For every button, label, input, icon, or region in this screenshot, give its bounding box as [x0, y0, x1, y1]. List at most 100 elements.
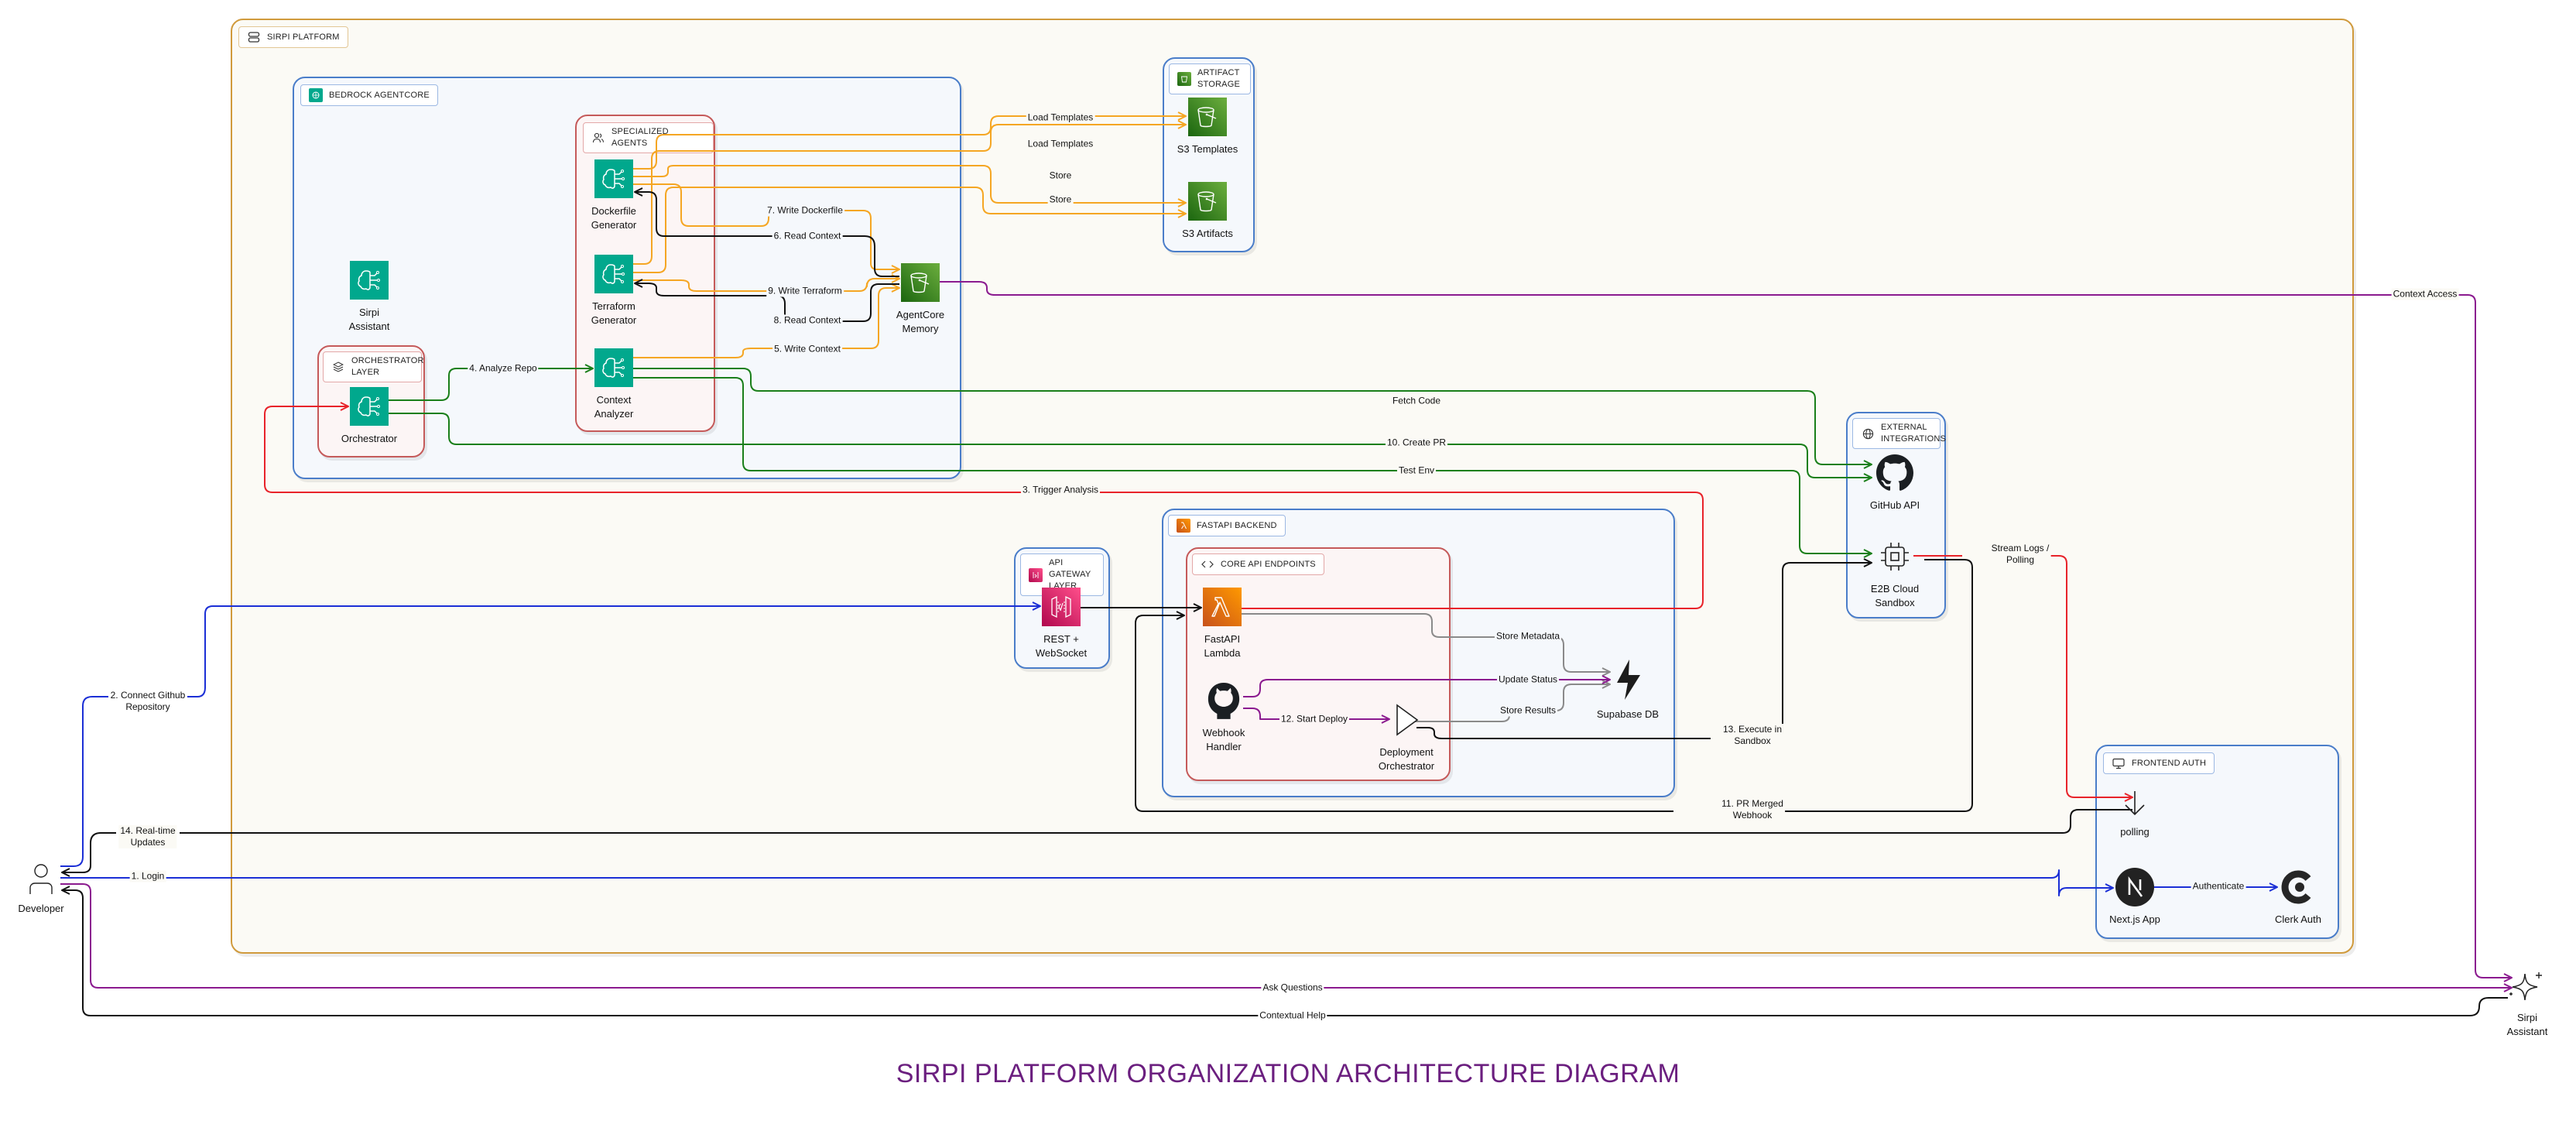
users-icon: [591, 131, 605, 145]
group-label-orchestrator-layer: ORCHESTRATOR LAYER: [323, 351, 423, 382]
node-github-api[interactable]: GitHub API: [1856, 454, 1934, 512]
group-title: EXTERNAL INTEGRATIONS: [1881, 423, 1947, 444]
node-label: Next.js App: [2109, 913, 2160, 925]
code-brackets-icon: [1201, 557, 1214, 571]
edge-label-create-pr: 10. Create PR: [1385, 437, 1448, 449]
node-polling[interactable]: polling: [2096, 788, 2174, 839]
group-label-core-api: CORE API ENDPOINTS: [1192, 553, 1324, 575]
clerk-logo-icon: [2279, 868, 2317, 906]
edge-label-write-terraform: 9. Write Terraform: [766, 285, 844, 297]
edge-label-contextual-help: Contextual Help: [1258, 1009, 1327, 1022]
sparkle-icon: [2508, 969, 2547, 1005]
node-label: polling: [2120, 826, 2150, 838]
node-dockerfile-generator[interactable]: Dockerfile Generator: [575, 159, 653, 232]
bedrock-agent-icon: [594, 255, 633, 293]
edge-label-store-metadata: Store Metadata: [1494, 630, 1562, 643]
nextjs-logo-icon: [2115, 868, 2154, 906]
edge-login: [60, 869, 2114, 896]
edge-write-dockerfile: [633, 183, 900, 274]
edge-label-analyze-repo: 4. Analyze Repo: [468, 362, 539, 375]
edge-label-write-dockerfile: 7. Write Dockerfile: [766, 204, 844, 217]
node-label: Supabase DB: [1596, 708, 1660, 720]
group-title: FRONTEND AUTH: [2132, 758, 2207, 768]
node-sirpi-assistant[interactable]: Sirpi Assistant: [2489, 969, 2566, 1039]
node-rest-websocket[interactable]: REST + WebSocket: [1023, 588, 1100, 660]
api-gateway-icon: [1042, 588, 1081, 626]
s3-bucket-icon: [1188, 182, 1227, 221]
group-label-artifact-storage: ARTIFACT STORAGE: [1169, 63, 1251, 94]
node-nextjs-app[interactable]: Next.js App: [2096, 868, 2174, 927]
edge-load-templates-1: [633, 111, 1187, 170]
edge-analyze-repo: [389, 364, 594, 401]
s3-icon: [1177, 72, 1191, 86]
group-label-bedrock-agentcore: BEDROCK AGENTCORE: [300, 84, 438, 106]
node-clerk-auth[interactable]: Clerk Auth: [2259, 868, 2337, 927]
edge-label-trigger-analysis: 3. Trigger Analysis: [1020, 484, 1101, 496]
edge-label-pr-merged-webhook: 11. PR Merged Webhook: [1720, 798, 1785, 821]
user-person-icon: [22, 862, 60, 896]
node-label: E2B Cloud Sandbox: [1870, 583, 1920, 608]
node-supabase-db[interactable]: Supabase DB: [1585, 658, 1670, 721]
node-label: GitHub API: [1869, 499, 1920, 511]
edge-load-templates-2: [633, 120, 1187, 265]
node-context-analyzer[interactable]: Context Analyzer: [575, 348, 653, 421]
edge-label-store-1: Store: [1047, 170, 1074, 182]
edge-label-load-templates-1: Load Templates: [1026, 111, 1095, 124]
edge-connect-github: [60, 606, 1040, 867]
edge-read-context-8: [634, 279, 899, 322]
edge-stream-logs: [1913, 555, 2132, 797]
edge-label-load-templates-2: Load Templates: [1026, 138, 1095, 150]
edge-store-metadata: [1242, 613, 1611, 677]
edge-store-1: [633, 165, 1187, 207]
node-label: Terraform Generator: [591, 300, 637, 326]
node-fastapi-lambda[interactable]: FastAPI Lambda: [1184, 588, 1261, 660]
edge-label-context-access: Context Access: [2391, 288, 2459, 300]
globe-icon: [1861, 427, 1875, 440]
s3-bucket-icon: [1188, 98, 1227, 136]
node-label: S3 Templates: [1177, 143, 1238, 155]
group-title: SPECIALIZED AGENTS: [611, 127, 669, 148]
node-s3-templates[interactable]: S3 Templates: [1169, 98, 1246, 156]
edge-label-store-results: Store Results: [1498, 704, 1558, 717]
node-s3-artifacts[interactable]: S3 Artifacts: [1169, 182, 1246, 241]
node-webhook-handler[interactable]: Webhook Handler: [1185, 681, 1262, 754]
bedrock-agent-icon: [350, 261, 389, 300]
lambda-icon: [1177, 519, 1190, 533]
group-label-external-integrations: EXTERNAL INTEGRATIONS: [1852, 418, 1946, 449]
edge-start-deploy: [1243, 708, 1390, 724]
edge-ask-questions: [60, 883, 2513, 992]
node-e2b-sandbox[interactable]: E2B Cloud Sandbox: [1856, 537, 1934, 610]
node-orchestrator[interactable]: Orchestrator: [331, 387, 408, 446]
edge-label-update-status: Update Status: [1496, 673, 1560, 686]
bedrock-agent-icon: [350, 387, 389, 426]
group-label-fastapi-backend: FASTAPI BACKEND: [1168, 515, 1286, 536]
edge-label-login: 1. Login: [129, 870, 166, 882]
node-label: Dockerfile Generator: [591, 205, 637, 231]
node-sirpi-assistant-inner[interactable]: Sirpi Assistant: [331, 261, 408, 334]
edge-label-test-env: Test Env: [1396, 464, 1437, 477]
node-agentcore-memory[interactable]: AgentCore Memory: [882, 263, 959, 336]
node-deployment-orchestrator[interactable]: Deployment Orchestrator: [1368, 701, 1445, 773]
diagram-title: SIRPI PLATFORM ORGANIZATION ARCHITECTURE…: [896, 1059, 1680, 1088]
edge-read-context-6: [634, 187, 899, 277]
node-label: Context Analyzer: [594, 394, 634, 420]
edge-label-start-deploy: 12. Start Deploy: [1279, 713, 1350, 725]
group-title: ARTIFACT STORAGE: [1197, 68, 1240, 89]
edge-label-authenticate: Authenticate: [2191, 880, 2246, 893]
node-label: FastAPI Lambda: [1204, 633, 1241, 659]
edge-label-store-2: Store: [1047, 194, 1074, 206]
node-developer[interactable]: Developer: [2, 862, 80, 916]
edge-label-execute-sandbox: 13. Execute in Sandbox: [1721, 724, 1784, 747]
group-label-sirpi-platform: SIRPI PLATFORM: [238, 26, 348, 48]
group-core-api-endpoints: CORE API ENDPOINTS: [1186, 547, 1451, 781]
edge-label-ask-questions: Ask Questions: [1261, 982, 1324, 994]
group-artifact-storage: ARTIFACT STORAGE: [1163, 57, 1255, 252]
node-terraform-generator[interactable]: Terraform Generator: [575, 255, 653, 327]
node-label: Webhook Handler: [1202, 727, 1245, 752]
play-triangle-icon: [1387, 701, 1426, 739]
edge-pr-merged-webhook: [1135, 559, 1973, 812]
node-label: Sirpi Assistant: [2506, 1012, 2548, 1037]
edge-label-connect-github: 2. Connect Github Repository: [108, 690, 187, 713]
group-title: CORE API ENDPOINTS: [1221, 559, 1316, 569]
